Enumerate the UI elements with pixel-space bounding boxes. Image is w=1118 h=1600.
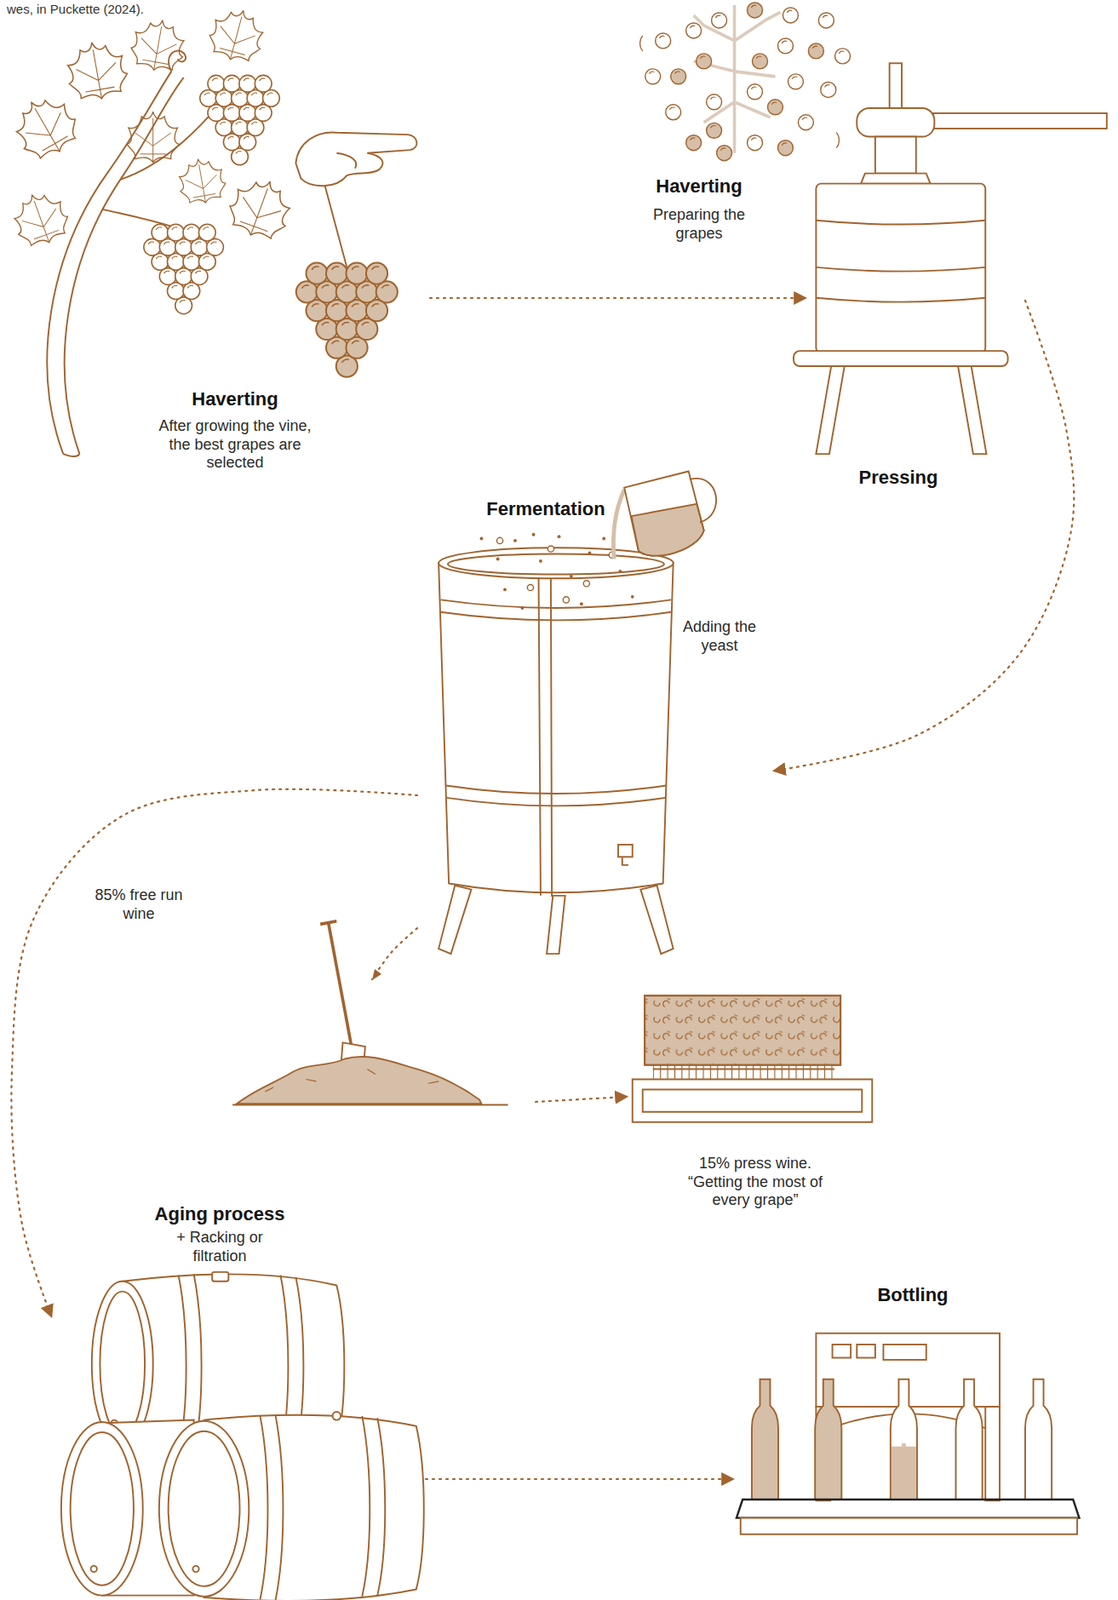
wine-press — [793, 63, 1107, 454]
process-stage: Aging process+ Racking or filtration — [51, 1196, 426, 1597]
flow-arrow — [11, 789, 418, 1316]
stage-title: Pressing — [830, 466, 967, 489]
flow-arrow — [430, 297, 805, 299]
stage-note: + Racking or filtration — [155, 1228, 284, 1266]
stage-title: Haverting — [141, 388, 329, 411]
process-stage: Pressing — [804, 63, 1026, 511]
process-stage: FermentationAdding the yeast — [417, 489, 775, 963]
flow-arrow — [425, 1478, 733, 1480]
flow-arrow — [774, 300, 1074, 771]
stage-title: Haverting — [618, 175, 780, 198]
stage-note: Preparing the grapes — [635, 206, 763, 243]
stage-title: Aging process — [134, 1203, 305, 1226]
stage-note: 15% press wine. “Getting the most of eve… — [685, 1154, 826, 1210]
pomace-pile — [232, 921, 508, 1106]
destemmed-grapes — [640, 2, 851, 161]
yeast — [480, 533, 635, 610]
process-stage: Bottling — [732, 1272, 1086, 1529]
flow-arrow — [372, 928, 626, 1102]
fermentation-tank — [438, 547, 674, 954]
press-screen — [632, 995, 873, 1123]
stage-title: Bottling — [848, 1284, 977, 1307]
bottling-machine — [736, 1333, 1080, 1535]
flow-label: 85% free run wine — [80, 885, 197, 924]
stage-note: Adding the yeast — [668, 618, 771, 655]
process-stage: HavertingAfter growing the vine, the bes… — [17, 34, 430, 486]
stage-note: After growing the vine, the best grapes … — [148, 417, 323, 473]
oak-barrels — [61, 1272, 425, 1600]
hand-with-grapes — [295, 131, 417, 377]
source-caption: wes, in Puckette (2024). — [6, 1, 144, 17]
stage-title: Fermentation — [473, 498, 619, 521]
yeast-pitcher — [613, 470, 717, 559]
pile-arrowhead — [372, 968, 382, 981]
process-stage: 15% press wine. “Getting the most of eve… — [625, 987, 882, 1222]
process-stage: HavertingPreparing the grapes — [617, 6, 805, 263]
